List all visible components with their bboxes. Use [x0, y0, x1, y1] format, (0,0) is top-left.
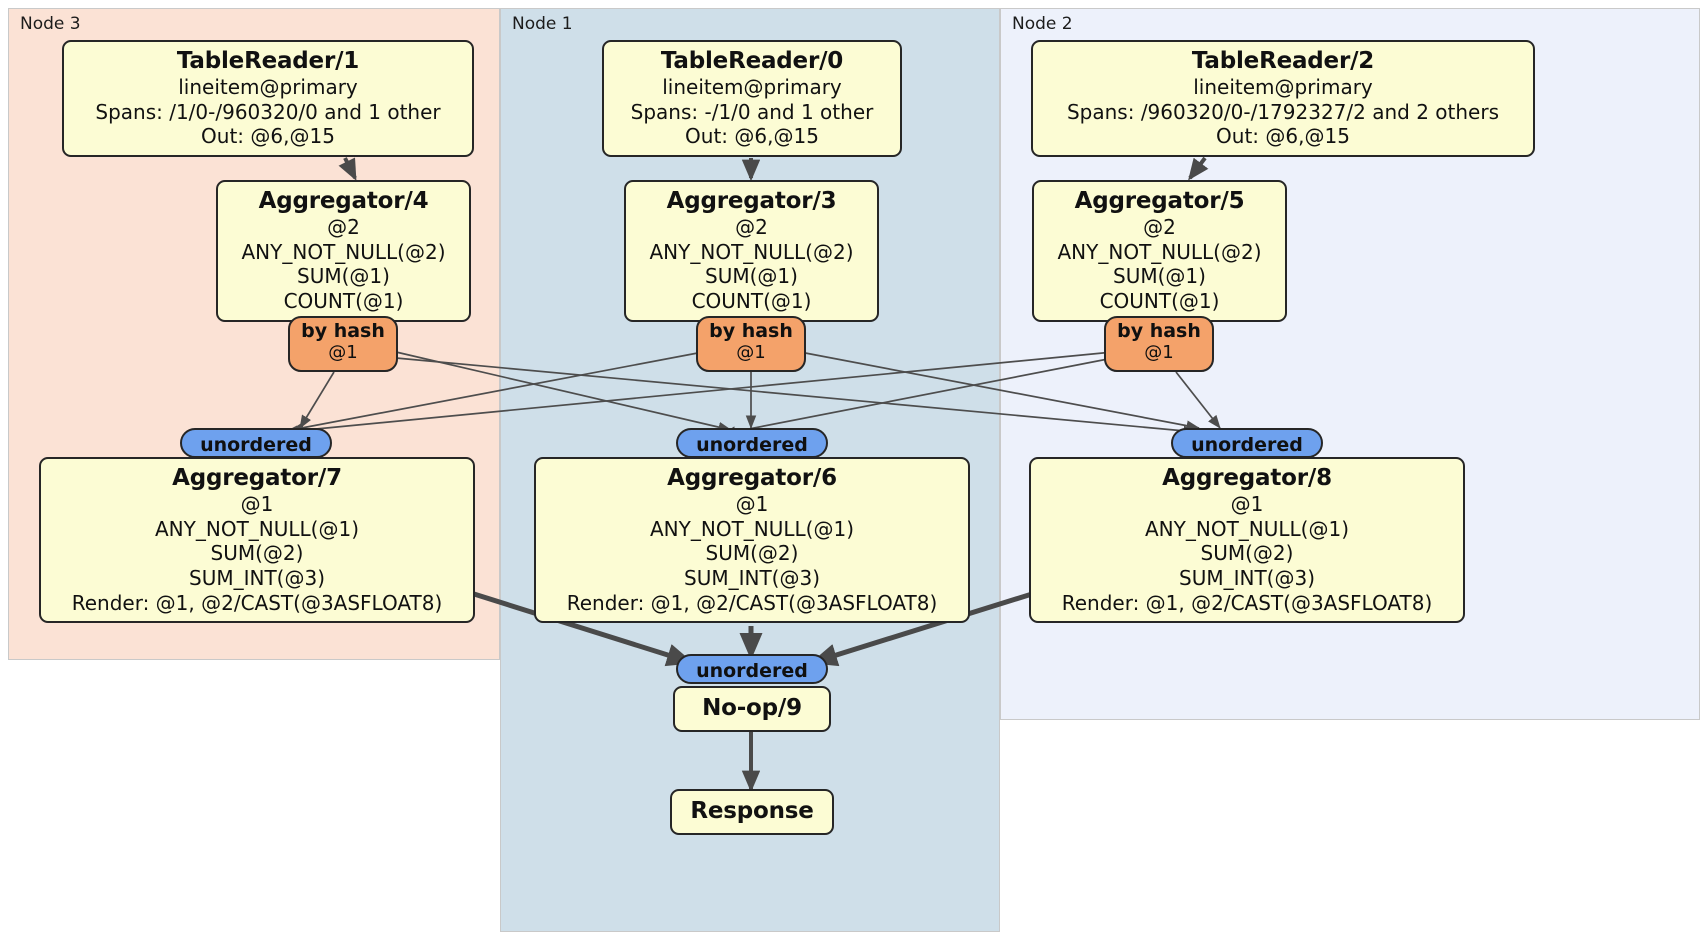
processor-title: Aggregator/5: [1074, 188, 1245, 214]
processor-line: Spans: /960320/0-/1792327/2 and 2 others: [1066, 99, 1499, 124]
processor-line: @1: [240, 492, 274, 517]
processor-line: ANY_NOT_NULL(@1): [155, 516, 359, 541]
output-router-by-hash-right[interactable]: by hash @1: [1104, 316, 1214, 372]
processor-line: ANY_NOT_NULL(@2): [649, 239, 854, 264]
processor-tablereader-1[interactable]: TableReader/1 lineitem@primary Spans: /1…: [62, 40, 474, 158]
processor-line: SUM(@1): [297, 264, 390, 289]
processor-line: SUM(@1): [705, 264, 798, 289]
processor-line: Out: @6,@15: [685, 124, 819, 149]
processor-line: lineitem@primary: [1193, 75, 1373, 100]
processor-title: Aggregator/4: [258, 188, 429, 214]
processor-tablereader-2[interactable]: TableReader/2 lineitem@primary Spans: /9…: [1031, 40, 1535, 158]
processor-line: SUM_INT(@3): [1179, 566, 1315, 591]
sync-label: unordered: [696, 660, 808, 682]
processor-aggregator-6[interactable]: Aggregator/6 @1 ANY_NOT_NULL(@1) SUM(@2)…: [534, 457, 970, 624]
processor-aggregator-5[interactable]: Aggregator/5 @2 ANY_NOT_NULL(@2) SUM(@1)…: [1032, 180, 1287, 322]
processor-line: @1: [1230, 492, 1264, 517]
router-column-label: @1: [1144, 341, 1174, 363]
processor-line: @1: [735, 492, 769, 517]
processor-no-op-9[interactable]: No-op/9: [673, 686, 831, 733]
processor-line: ANY_NOT_NULL(@2): [241, 239, 446, 264]
router-type-label: by hash: [1117, 320, 1201, 342]
processor-line: SUM(@2): [1200, 541, 1294, 566]
processor-line: Out: @6,@15: [201, 124, 335, 149]
router-column-label: @1: [328, 341, 358, 363]
processor-line: ANY_NOT_NULL(@1): [650, 516, 854, 541]
router-column-label: @1: [736, 341, 766, 363]
processor-tablereader-0[interactable]: TableReader/0 lineitem@primary Spans: -/…: [602, 40, 902, 158]
processor-line: SUM_INT(@3): [684, 566, 820, 591]
processor-line: Spans: -/1/0 and 1 other: [630, 99, 874, 124]
input-sync-unordered-final[interactable]: unordered: [676, 654, 828, 684]
processor-aggregator-4[interactable]: Aggregator/4 @2 ANY_NOT_NULL(@2) SUM(@1)…: [216, 180, 471, 322]
processor-line: SUM(@1): [1113, 264, 1206, 289]
input-sync-unordered-center[interactable]: unordered: [676, 428, 828, 458]
router-type-label: by hash: [709, 320, 793, 342]
sync-label: unordered: [696, 434, 808, 456]
processor-line: Render: @1, @2/CAST(@3ASFLOAT8): [566, 590, 938, 615]
processor-line: ANY_NOT_NULL(@1): [1145, 516, 1349, 541]
node-group-label-node2: Node 2: [1012, 14, 1073, 34]
processor-line: @2: [1143, 215, 1176, 240]
processor-line: @2: [735, 215, 768, 240]
processor-title: Response: [690, 798, 814, 824]
processor-response[interactable]: Response: [670, 789, 834, 836]
processor-title: Aggregator/7: [172, 465, 342, 491]
processor-title: TableReader/1: [176, 48, 360, 74]
processor-aggregator-7[interactable]: Aggregator/7 @1 ANY_NOT_NULL(@1) SUM(@2)…: [39, 457, 475, 624]
output-router-by-hash-left[interactable]: by hash @1: [288, 316, 398, 372]
processor-line: COUNT(@1): [1099, 289, 1220, 314]
processor-title: TableReader/0: [660, 48, 844, 74]
processor-line: Render: @1, @2/CAST(@3ASFLOAT8): [1061, 590, 1433, 615]
processor-title: No-op/9: [702, 695, 802, 721]
output-router-by-hash-center[interactable]: by hash @1: [696, 316, 806, 372]
processor-title: TableReader/2: [1191, 48, 1375, 74]
sync-label: unordered: [1191, 434, 1303, 456]
processor-title: Aggregator/6: [667, 465, 837, 491]
processor-line: @2: [327, 215, 360, 240]
processor-line: COUNT(@1): [283, 289, 404, 314]
processor-line: SUM_INT(@3): [189, 566, 325, 591]
processor-line: lineitem@primary: [178, 75, 358, 100]
processor-line: SUM(@2): [210, 541, 304, 566]
input-sync-unordered-right[interactable]: unordered: [1171, 428, 1323, 458]
processor-line: lineitem@primary: [662, 75, 842, 100]
processor-title: Aggregator/3: [666, 188, 837, 214]
input-sync-unordered-left[interactable]: unordered: [180, 428, 332, 458]
node-group-label-node1: Node 1: [512, 14, 573, 34]
processor-line: COUNT(@1): [691, 289, 812, 314]
processor-aggregator-3[interactable]: Aggregator/3 @2 ANY_NOT_NULL(@2) SUM(@1)…: [624, 180, 879, 322]
processor-line: Out: @6,@15: [1216, 124, 1350, 149]
processor-line: Spans: /1/0-/960320/0 and 1 other: [95, 99, 441, 124]
router-type-label: by hash: [301, 320, 385, 342]
sync-label: unordered: [200, 434, 312, 456]
processor-line: Render: @1, @2/CAST(@3ASFLOAT8): [71, 590, 443, 615]
processor-aggregator-8[interactable]: Aggregator/8 @1 ANY_NOT_NULL(@1) SUM(@2)…: [1029, 457, 1465, 624]
processor-title: Aggregator/8: [1162, 465, 1332, 491]
processor-line: ANY_NOT_NULL(@2): [1057, 239, 1262, 264]
node-group-label-node3: Node 3: [20, 14, 81, 34]
processor-line: SUM(@2): [705, 541, 799, 566]
